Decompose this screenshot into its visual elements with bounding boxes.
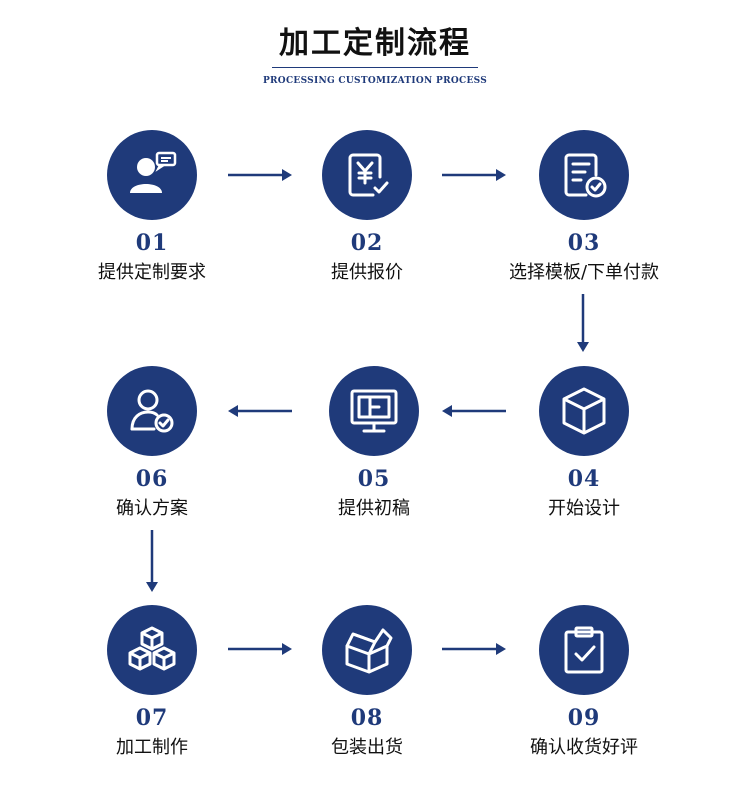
- step-number: 01: [135, 230, 169, 256]
- step-label: 提供报价: [331, 262, 403, 283]
- page-title: 加工定制流程: [279, 26, 471, 61]
- arrow-left-icon: [442, 405, 506, 417]
- step-01: 01 提供定制要求: [62, 130, 242, 284]
- step-09: 09 确认收货好评: [494, 605, 674, 759]
- cube-icon: [539, 366, 629, 456]
- monitor-draft-icon: [329, 366, 419, 456]
- arrow-left-icon: [228, 405, 292, 417]
- page-subtitle: PROCESSING CUSTOMIZATION PROCESS: [262, 76, 488, 86]
- document-check-icon: [539, 130, 629, 220]
- title-divider: [272, 67, 478, 68]
- step-label: 确认方案: [116, 498, 188, 519]
- step-number: 06: [135, 466, 169, 492]
- step-label: 选择模板/下单付款: [508, 262, 660, 283]
- step-label: 确认收货好评: [530, 737, 638, 758]
- step-number: 05: [357, 466, 391, 492]
- step-04: 04 开始设计: [494, 366, 674, 520]
- customer-service-icon: [107, 130, 197, 220]
- arrow-down-icon: [146, 530, 158, 592]
- open-box-icon: [322, 605, 412, 695]
- step-number: 04: [567, 466, 601, 492]
- step-02: 02 提供报价: [277, 130, 457, 284]
- step-label: 加工制作: [116, 737, 188, 758]
- step-number: 03: [567, 230, 601, 256]
- step-07: 07 加工制作: [62, 605, 242, 759]
- step-label: 提供定制要求: [98, 262, 206, 283]
- user-check-icon: [107, 366, 197, 456]
- stacked-boxes-icon: [107, 605, 197, 695]
- step-number: 02: [350, 230, 384, 256]
- arrow-down-icon: [577, 294, 589, 352]
- step-number: 08: [350, 705, 384, 731]
- step-label: 提供初稿: [338, 498, 410, 519]
- step-03: 03 选择模板/下单付款: [494, 130, 674, 284]
- step-05: 05 提供初稿: [284, 366, 464, 520]
- clipboard-check-icon: [539, 605, 629, 695]
- arrow-right-icon: [442, 643, 506, 655]
- arrow-right-icon: [228, 643, 292, 655]
- arrow-right-icon: [442, 169, 506, 181]
- step-number: 07: [135, 705, 169, 731]
- arrow-right-icon: [228, 169, 292, 181]
- step-06: 06 确认方案: [62, 366, 242, 520]
- step-label: 开始设计: [548, 498, 620, 519]
- step-08: 08 包装出货: [277, 605, 457, 759]
- step-label: 包装出货: [331, 737, 403, 758]
- yuan-quote-icon: [322, 130, 412, 220]
- step-number: 09: [567, 705, 601, 731]
